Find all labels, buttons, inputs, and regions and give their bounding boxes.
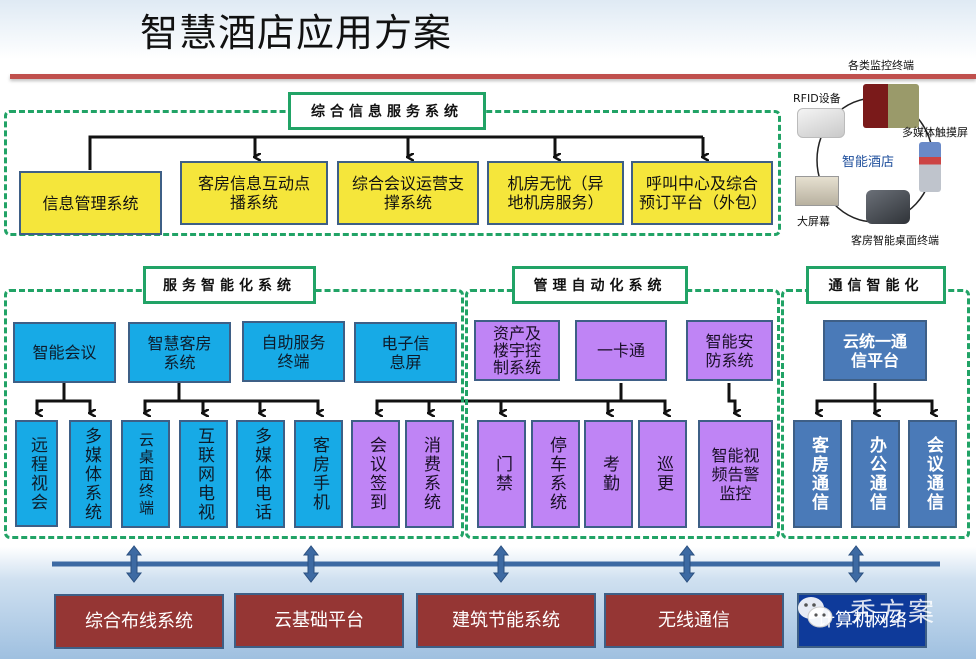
management-automation-label: 管理自动化系统 bbox=[512, 266, 688, 304]
device-label-rfid: RFID设备 bbox=[793, 92, 841, 105]
cabling-system[interactable]: 综合布线系统 bbox=[54, 594, 224, 649]
datacenter-service[interactable]: 机房无忧（异地机房服务） bbox=[487, 161, 624, 225]
service-intelligence-label: 服务智能化系统 bbox=[143, 266, 316, 304]
remote-video-conference[interactable]: 远程视会 bbox=[15, 420, 58, 527]
comm-arrow-1 bbox=[817, 383, 877, 413]
one-card-system[interactable]: 一卡通 bbox=[575, 320, 667, 381]
room-vod-system[interactable]: 客房信息互动点播系统 bbox=[180, 161, 328, 225]
electronic-info-screen[interactable]: 电子信息屏 bbox=[354, 322, 457, 383]
bus-arrow-2 bbox=[302, 545, 320, 583]
info-services-label: 综合信息服务系统 bbox=[288, 92, 486, 130]
room-arrow-1 bbox=[145, 383, 181, 413]
bus-arrow-1 bbox=[125, 545, 143, 583]
watermark-text: 秀方案 bbox=[850, 598, 938, 628]
bus-arrow-4 bbox=[678, 545, 696, 583]
communication-label: 通信智能化 bbox=[806, 266, 946, 304]
comm-arrow-3 bbox=[875, 399, 932, 413]
bus-arrow-3 bbox=[492, 545, 510, 583]
smart-room-system[interactable]: 智慧客房系统 bbox=[128, 322, 231, 383]
cloud-infrastructure-platform[interactable]: 云基础平台 bbox=[234, 593, 404, 648]
smart-security-system[interactable]: 智能安防系统 bbox=[686, 320, 773, 381]
card-arrow-1 bbox=[377, 383, 623, 413]
office-communication[interactable]: 办公通信 bbox=[851, 420, 900, 528]
info-management-system[interactable]: 信息管理系统 bbox=[19, 171, 162, 235]
meeting-arrow-1 bbox=[37, 383, 66, 413]
self-service-terminal[interactable]: 自助服务终端 bbox=[242, 321, 345, 382]
building-energy-saving[interactable]: 建筑节能系统 bbox=[416, 593, 596, 648]
meeting-communication[interactable]: 会议通信 bbox=[908, 420, 957, 528]
meeting-operation-system[interactable]: 综合会议运营支撑系统 bbox=[337, 161, 479, 225]
meeting-sign-in[interactable]: 会议签到 bbox=[351, 420, 400, 528]
unified-communication-platform[interactable]: 云统一通信平台 bbox=[823, 320, 927, 381]
wechat-icon bbox=[796, 593, 836, 633]
room-mobile-phone[interactable]: 客房手机 bbox=[294, 420, 343, 528]
attendance[interactable]: 考勤 bbox=[584, 420, 633, 528]
parking-system[interactable]: 停车系统 bbox=[531, 420, 580, 528]
touchscreen-image bbox=[919, 142, 941, 192]
smart-meeting[interactable]: 智能会议 bbox=[13, 322, 116, 383]
page-title: 智慧酒店应用方案 bbox=[140, 11, 453, 55]
smart-hotel-label: 智能酒店 bbox=[842, 155, 895, 170]
multimedia-system[interactable]: 多媒体系统 bbox=[69, 420, 112, 528]
title-divider bbox=[10, 74, 976, 79]
room-communication[interactable]: 客房通信 bbox=[793, 420, 842, 528]
access-control[interactable]: 门禁 bbox=[477, 420, 526, 528]
device-label-desk-terminal: 客房智能桌面终端 bbox=[851, 234, 939, 247]
wireless-communication[interactable]: 无线通信 bbox=[604, 593, 784, 648]
device-label-monitor: 各类监控终端 bbox=[848, 59, 914, 72]
security-arrow bbox=[727, 383, 735, 413]
monitor-terminal-image bbox=[863, 84, 919, 128]
video-alarm-monitoring[interactable]: 智能视频告警监控 bbox=[698, 420, 773, 528]
desk-phone-image bbox=[866, 190, 910, 224]
device-label-touchscreen: 多媒体触摸屏 bbox=[902, 126, 968, 139]
consumption-system[interactable]: 消费系统 bbox=[405, 420, 454, 528]
asset-building-control[interactable]: 资产及楼宇控制系统 bbox=[474, 320, 560, 381]
device-label-big-screen: 大屏幕 bbox=[797, 215, 830, 228]
patrol[interactable]: 巡更 bbox=[638, 420, 687, 528]
info-trunk-line bbox=[88, 135, 703, 170]
internet-tv[interactable]: 互联网电视 bbox=[179, 420, 228, 528]
rfid-device-image bbox=[797, 108, 845, 138]
bus-arrow-5 bbox=[847, 545, 865, 583]
meeting-arrow-2 bbox=[64, 399, 90, 413]
big-screen-image bbox=[795, 176, 839, 206]
multimedia-phone[interactable]: 多媒体电话 bbox=[236, 420, 285, 528]
call-center-platform[interactable]: 呼叫中心及综合预订平台（外包） bbox=[631, 161, 773, 225]
cloud-desktop-terminal[interactable]: 云桌面终端 bbox=[121, 420, 170, 528]
